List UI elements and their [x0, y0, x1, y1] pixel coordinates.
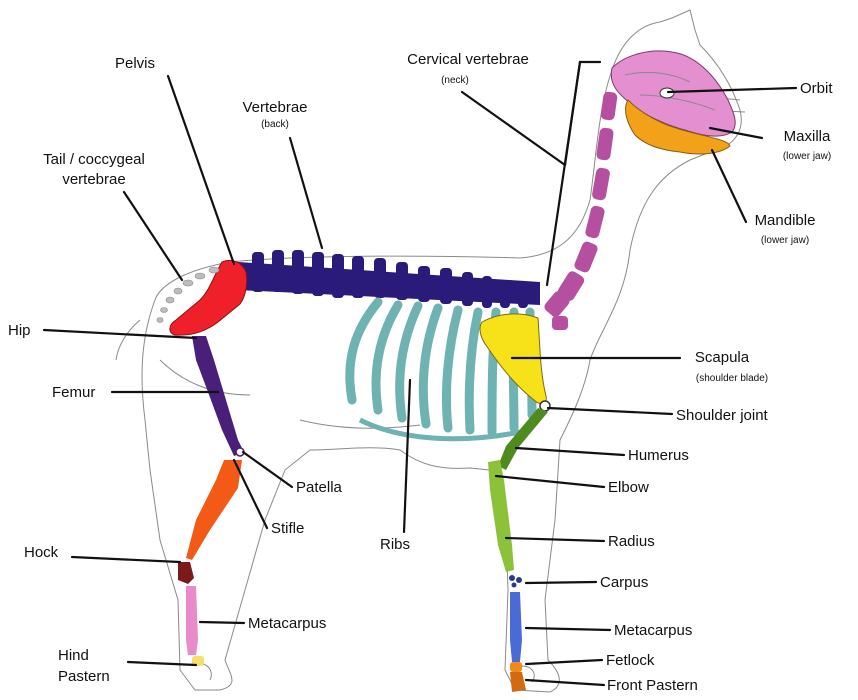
label-mandible: Mandible — [755, 212, 816, 229]
back-vertebrae — [238, 250, 540, 308]
label-front-pastern: Front Pastern — [607, 677, 698, 694]
label-humerus: Humerus — [628, 447, 689, 464]
tibia-bone — [186, 460, 242, 560]
hock-bone — [178, 562, 194, 584]
carpus-bones — [509, 575, 522, 588]
label-scapula: Scapula — [695, 349, 750, 366]
label-metacarpus-hind: Metacarpus — [248, 615, 326, 632]
hind-metacarpus-bone — [186, 586, 198, 655]
femur-bone — [192, 336, 244, 456]
label-stifle: Stifle — [271, 520, 304, 537]
orbit-socket — [660, 88, 674, 98]
label-cervical-note: (neck) — [441, 75, 469, 86]
label-vertebrae: Vertebrae — [242, 99, 307, 116]
label-orbit: Orbit — [800, 80, 833, 97]
front-pastern-bone — [510, 672, 526, 692]
label-patella: Patella — [296, 479, 343, 496]
label-vertebrae-note: (back) — [261, 119, 289, 130]
cervical-vertebrae — [542, 91, 617, 330]
label-fetlock: Fetlock — [606, 652, 655, 669]
label-femur: Femur — [52, 384, 95, 401]
label-tail-line2: vertebrae — [62, 171, 125, 188]
label-shoulder-joint: Shoulder joint — [676, 407, 769, 424]
label-maxilla-note: (lower jaw) — [783, 151, 831, 162]
label-scapula-note: (shoulder blade) — [696, 373, 768, 384]
label-ribs: Ribs — [380, 536, 410, 553]
label-pelvis: Pelvis — [115, 55, 155, 72]
label-hind-pastern-line1: Hind — [58, 647, 89, 664]
label-hind-pastern-line2: Pastern — [58, 668, 110, 685]
label-maxilla: Maxilla — [784, 128, 831, 145]
label-hock: Hock — [24, 544, 59, 561]
humerus-bone — [498, 408, 548, 470]
label-tail-line1: Tail / coccygeal — [43, 151, 145, 168]
skull — [611, 51, 735, 154]
label-carpus: Carpus — [600, 574, 648, 591]
front-metacarpus-bone — [510, 592, 522, 662]
fetlock-bone — [510, 662, 522, 672]
pelvis-bone — [170, 260, 247, 335]
label-elbow: Elbow — [608, 479, 649, 496]
label-mandible-note: (lower jaw) — [761, 235, 809, 246]
label-metacarpus-front: Metacarpus — [614, 622, 692, 639]
label-cervical: Cervical vertebrae — [407, 51, 529, 68]
label-radius: Radius — [608, 533, 655, 550]
label-hip: Hip — [8, 322, 31, 339]
